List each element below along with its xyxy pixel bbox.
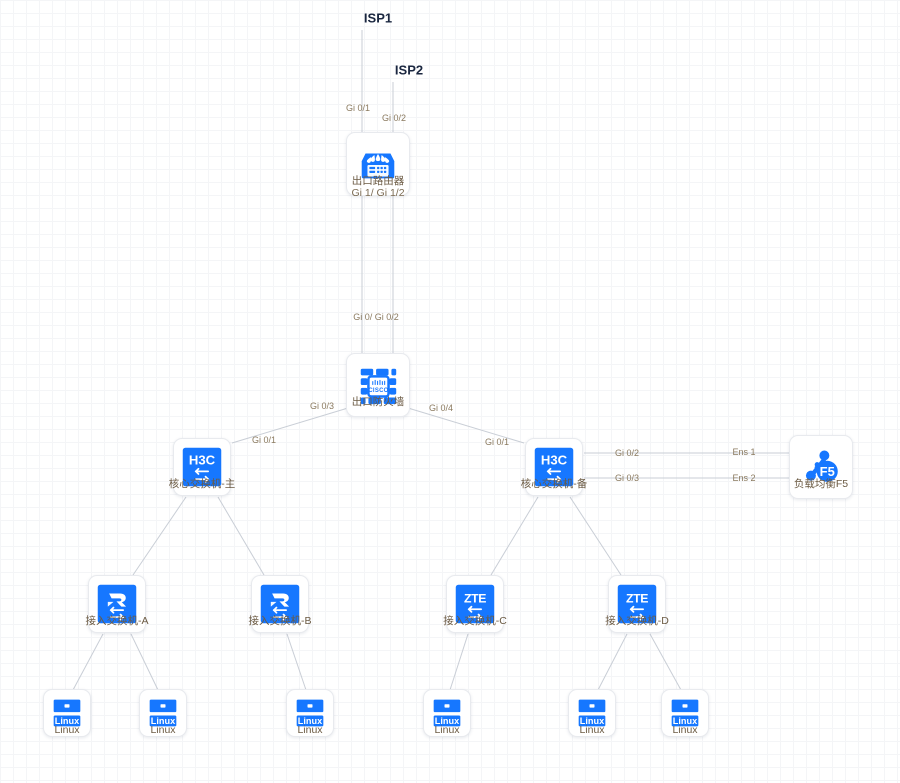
- node-label-ports: Gi 1/ Gi 1/2: [351, 187, 405, 199]
- h3c-switch-icon[interactable]: H3C: [173, 438, 231, 496]
- node-linux-server-4[interactable]: Linux Linux: [423, 689, 471, 737]
- node-label-linux-server-3: Linux: [297, 724, 322, 736]
- node-label-primary: Linux: [672, 724, 698, 736]
- node-label-core-switch-primary: 核心交换机-主: [169, 478, 236, 490]
- node-label-primary: 接入交换机-B: [248, 615, 312, 627]
- port-label-fw-uplink: Gi 0/ Gi 0/2: [353, 312, 399, 322]
- node-linux-server-1[interactable]: Linux Linux: [43, 689, 91, 737]
- port-label-fw-gi04: Gi 0/4: [428, 403, 454, 413]
- node-linux-server-3[interactable]: Linux Linux: [286, 689, 334, 737]
- svg-text:F5: F5: [820, 464, 835, 479]
- node-linux-server-6[interactable]: Linux Linux: [661, 689, 709, 737]
- linux-server-icon[interactable]: Linux: [568, 689, 616, 737]
- link-accB-srv3[interactable]: [286, 633, 307, 691]
- node-label-primary: Linux: [579, 724, 605, 736]
- link-coreA-accB[interactable]: [217, 496, 265, 576]
- node-label-primary: Linux: [150, 724, 176, 736]
- svg-text:Linux: Linux: [151, 716, 176, 726]
- svg-text:Linux: Linux: [673, 716, 698, 726]
- svg-text:Linux: Linux: [298, 716, 323, 726]
- link-coreB-accD[interactable]: [569, 496, 622, 576]
- port-label-coreB-gi01: Gi 0/1: [484, 437, 510, 447]
- node-label-primary: Linux: [434, 724, 460, 736]
- link-firewall-coreB[interactable]: [407, 407, 525, 444]
- port-label-coreA-gi01: Gi 0/1: [251, 435, 277, 445]
- node-label-primary: 出口防火墙: [351, 396, 405, 408]
- linux-server-icon[interactable]: Linux: [139, 689, 187, 737]
- node-label-primary: 核心交换机-主: [168, 478, 236, 490]
- node-linux-server-5[interactable]: Linux Linux: [568, 689, 616, 737]
- node-label-linux-server-2: Linux: [150, 724, 175, 736]
- node-access-switch-a[interactable]: 接入交换机-A: [86, 575, 149, 633]
- node-label-linux-server-4: Linux: [434, 724, 459, 736]
- link-accA-srv1[interactable]: [72, 633, 104, 691]
- link-accC-srv4[interactable]: [449, 633, 469, 691]
- node-core-switch-backup[interactable]: H3C 核心交换机-备: [521, 438, 587, 496]
- svg-text:H3C: H3C: [189, 452, 216, 467]
- h3c-switch-icon[interactable]: H3C: [525, 438, 583, 496]
- huawei-router-icon[interactable]: [346, 132, 410, 196]
- svg-text:CISCO: CISCO: [368, 388, 388, 394]
- endpoint-isp2: ISP2: [394, 62, 424, 78]
- svg-text:Linux: Linux: [55, 716, 80, 726]
- node-label-linux-server-6: Linux: [672, 724, 697, 736]
- node-access-switch-d[interactable]: ZTE 接入交换机-D: [605, 575, 669, 633]
- node-label-linux-server-1: Linux: [54, 724, 79, 736]
- zte-switch-icon[interactable]: ZTE: [608, 575, 666, 633]
- zte-switch-icon[interactable]: ZTE: [446, 575, 504, 633]
- linux-server-icon[interactable]: Linux: [43, 689, 91, 737]
- port-label-fw-gi03: Gi 0/3: [309, 401, 335, 411]
- link-firewall-coreA[interactable]: [231, 407, 349, 444]
- port-label-coreB-gi02: Gi 0/2: [614, 448, 640, 458]
- node-label-primary: 接入交换机-A: [85, 615, 149, 627]
- link-coreA-accA[interactable]: [132, 496, 187, 576]
- port-label-isp1-gi01: Gi 0/1: [345, 103, 371, 113]
- linux-server-icon[interactable]: Linux: [286, 689, 334, 737]
- node-label-primary: 接入交换机-D: [605, 615, 669, 627]
- node-label-primary: Linux: [297, 724, 323, 736]
- node-load-balancer-f5[interactable]: F5 负载均衡F5: [789, 435, 853, 499]
- node-access-switch-b[interactable]: 接入交换机-B: [249, 575, 312, 633]
- node-label-access-switch-a: 接入交换机-A: [86, 615, 149, 627]
- node-linux-server-2[interactable]: Linux Linux: [139, 689, 187, 737]
- node-label-primary: 核心交换机-备: [520, 478, 588, 490]
- cisco-firewall-icon[interactable]: CISCO: [346, 353, 410, 417]
- svg-text:Linux: Linux: [435, 716, 460, 726]
- endpoint-isp1: ISP1: [363, 10, 393, 26]
- node-core-switch-primary[interactable]: H3C 核心交换机-主: [169, 438, 235, 496]
- node-label-primary: 出口路由器: [351, 175, 405, 187]
- svg-text:Linux: Linux: [580, 716, 605, 726]
- ruijie-switch-icon[interactable]: [251, 575, 309, 633]
- port-label-isp2-gi02: Gi 0/2: [381, 113, 407, 123]
- svg-text:H3C: H3C: [541, 452, 568, 467]
- svg-text:ZTE: ZTE: [626, 591, 648, 605]
- node-label-access-switch-b: 接入交换机-B: [249, 615, 312, 627]
- node-label-primary: Linux: [54, 724, 80, 736]
- link-coreB-accC[interactable]: [490, 496, 539, 576]
- node-egress-firewall[interactable]: CISCO 出口防火墙: [346, 353, 410, 417]
- port-label-f5-ens1: Ens 1: [732, 447, 756, 457]
- link-accA-srv2[interactable]: [130, 633, 159, 691]
- node-label-egress-firewall: 出口防火墙: [352, 396, 405, 408]
- port-label-coreB-gi03: Gi 0/3: [614, 473, 640, 483]
- ruijie-switch-icon[interactable]: [88, 575, 146, 633]
- link-accD-srv5[interactable]: [597, 633, 628, 691]
- f5-icon[interactable]: F5: [789, 435, 853, 499]
- node-label-primary: 负载均衡F5: [793, 478, 849, 490]
- node-label-core-switch-backup: 核心交换机-备: [521, 478, 588, 490]
- node-label-load-balancer-f5: 负载均衡F5: [794, 478, 848, 490]
- svg-text:ZTE: ZTE: [464, 591, 486, 605]
- linux-server-icon[interactable]: Linux: [423, 689, 471, 737]
- port-label-f5-ens2: Ens 2: [732, 473, 756, 483]
- linux-server-icon[interactable]: Linux: [661, 689, 709, 737]
- node-label-primary: 接入交换机-C: [443, 615, 507, 627]
- node-access-switch-c[interactable]: ZTE 接入交换机-C: [443, 575, 507, 633]
- node-label-access-switch-c: 接入交换机-C: [443, 615, 507, 627]
- link-accD-srv6[interactable]: [649, 633, 682, 691]
- node-label-linux-server-5: Linux: [579, 724, 604, 736]
- node-label-access-switch-d: 接入交换机-D: [605, 615, 669, 627]
